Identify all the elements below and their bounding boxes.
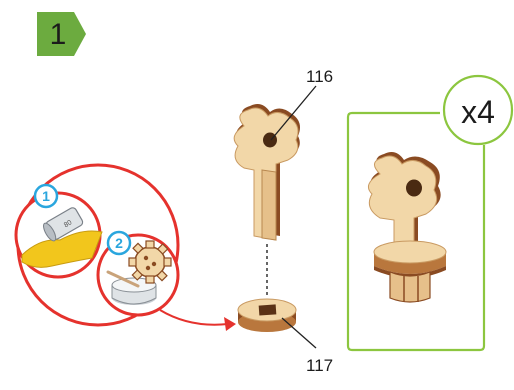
- inset-step-1-label: 1: [42, 188, 50, 204]
- quantity-circle: [442, 74, 514, 146]
- apply-arrow: [159, 309, 236, 331]
- step-number: 1: [50, 18, 67, 51]
- step-badge-shape: [37, 12, 86, 56]
- label-116: 116: [306, 67, 333, 86]
- label-116-leader: [270, 85, 317, 141]
- quantity-label: x4: [461, 94, 495, 130]
- glue-pot-icon: [106, 270, 157, 305]
- svg-text:80: 80: [63, 219, 73, 229]
- sandpaper-icon: 80: [21, 207, 103, 268]
- label-117: 117: [306, 356, 333, 375]
- preparation-inset: 80 1: [14, 163, 180, 327]
- assembled-part: [367, 152, 447, 303]
- gear-part-icon: [128, 240, 172, 284]
- part-117: [237, 298, 297, 332]
- label-117-leader: [281, 317, 317, 349]
- part-116: [233, 104, 300, 241]
- result-frame: x4: [346, 74, 514, 352]
- inset-step-1-bubble: [33, 183, 59, 209]
- inset-step-2-bubble: [106, 230, 132, 256]
- step-badge: 1: [37, 12, 86, 56]
- inset-step-2-label: 2: [115, 235, 123, 251]
